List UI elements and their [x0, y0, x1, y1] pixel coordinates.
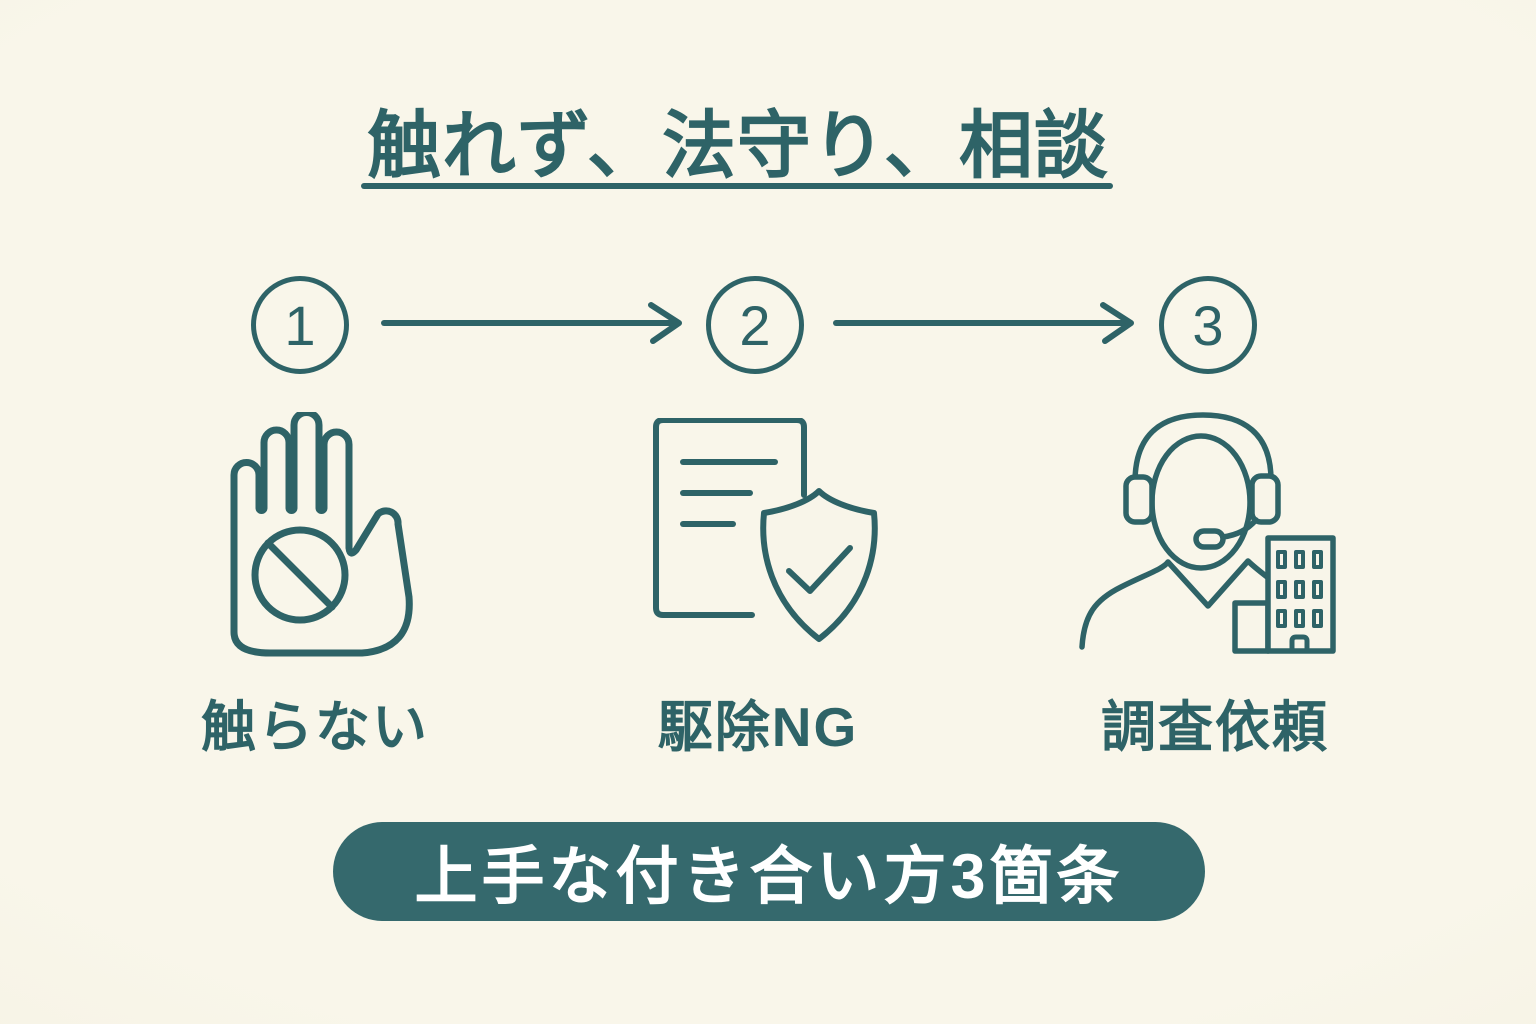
arrow-right-icon	[381, 302, 682, 344]
title-underline	[361, 183, 1113, 189]
arrow-right-icon	[833, 302, 1134, 344]
step-3-label: 調査依頼	[1100, 696, 1329, 758]
stop-hand-icon	[222, 412, 417, 662]
step-3-badge: 3	[1159, 276, 1257, 374]
footer-banner: 上手な付き合い方3箇条	[333, 822, 1205, 921]
operator-building-icon	[1075, 403, 1350, 658]
document-shield-icon	[652, 418, 884, 646]
footer-banner-text: 上手な付き合い方3箇条	[414, 842, 1124, 912]
step-1-badge: 1	[251, 276, 349, 374]
step-3-number: 3	[1192, 293, 1224, 357]
step-2-badge: 2	[706, 276, 804, 374]
step-2-label: 駆除NG	[657, 696, 859, 758]
step-1-number: 1	[284, 293, 316, 357]
page-title: 触れず、法守り、相談	[367, 104, 1109, 187]
step-1-label: 触らない	[200, 696, 429, 758]
step-2-number: 2	[739, 293, 771, 357]
